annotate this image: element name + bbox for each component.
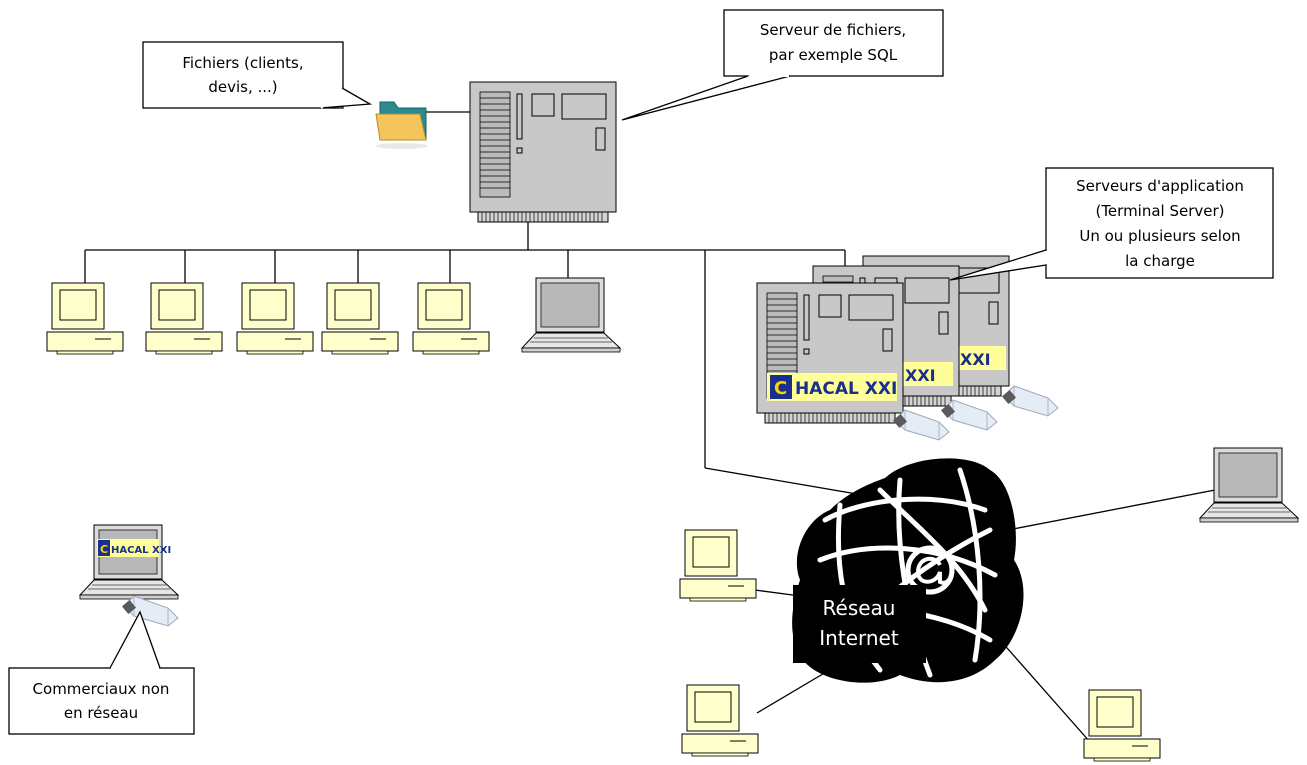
laptop-icon [1199, 447, 1299, 523]
file-server-icon [469, 81, 617, 223]
usb-key-icon [121, 595, 179, 627]
mobile-laptop-icon: C HACAL XXI [79, 524, 179, 600]
callout-app-servers-line3: Un ou plusieurs selon [1079, 227, 1240, 245]
brand-logo-letter: C [774, 378, 787, 399]
callout-file-server-line1: Serveur de fichiers, [760, 21, 906, 39]
callout-files-line1: Fichiers (clients, [182, 54, 303, 72]
callout-app-servers-line2: (Terminal Server) [1095, 202, 1224, 220]
laptop-icon [521, 277, 621, 353]
folder-icon [375, 101, 428, 149]
brand-label: XXI [905, 366, 936, 385]
callout-file-server-line2: par exemple SQL [769, 46, 898, 64]
internet-cloud-icon: Réseau Internet [792, 458, 1024, 683]
desktop-icon [145, 282, 223, 355]
lan-backbone [84, 111, 893, 501]
brand-logo-letter: C [100, 543, 108, 556]
desktop-icon [1083, 689, 1161, 762]
callout-app-servers-line4: la charge [1125, 252, 1195, 270]
app-server-icon: XXI [862, 255, 1010, 397]
callout-mobile: Commerciaux non en réseau [8, 610, 195, 735]
network-label-line2: Internet [819, 626, 899, 650]
brand-label: XXI [960, 350, 991, 369]
usb-key-icon [940, 399, 998, 431]
callout-mobile-line1: Commerciaux non [33, 680, 170, 698]
network-label-line1: Réseau [823, 596, 896, 620]
desktop-icon [681, 684, 759, 757]
desktop-icon [236, 282, 314, 355]
callout-files: Fichiers (clients, devis, ...) [142, 41, 373, 109]
callout-file-server: Serveur de fichiers, par exemple SQL [621, 9, 944, 121]
app-server-icon: XXI [812, 265, 960, 407]
desktop-icon [321, 282, 399, 355]
usb-key-icon [1001, 385, 1059, 417]
callout-app-servers: Serveurs d'application (Terminal Server)… [949, 167, 1274, 281]
callout-mobile-line2: en réseau [64, 704, 138, 722]
desktop-icon [46, 282, 124, 355]
desktop-icon [679, 529, 757, 602]
desktop-icon [412, 282, 490, 355]
callout-app-servers-line1: Serveurs d'application [1076, 177, 1244, 195]
callout-files-line2: devis, ...) [208, 78, 277, 96]
usb-key-icon [892, 409, 950, 441]
brand-label: HACAL XXI [111, 545, 171, 556]
app-server-icon: C HACAL XXI [756, 282, 904, 424]
brand-label: HACAL XXI [795, 379, 897, 399]
